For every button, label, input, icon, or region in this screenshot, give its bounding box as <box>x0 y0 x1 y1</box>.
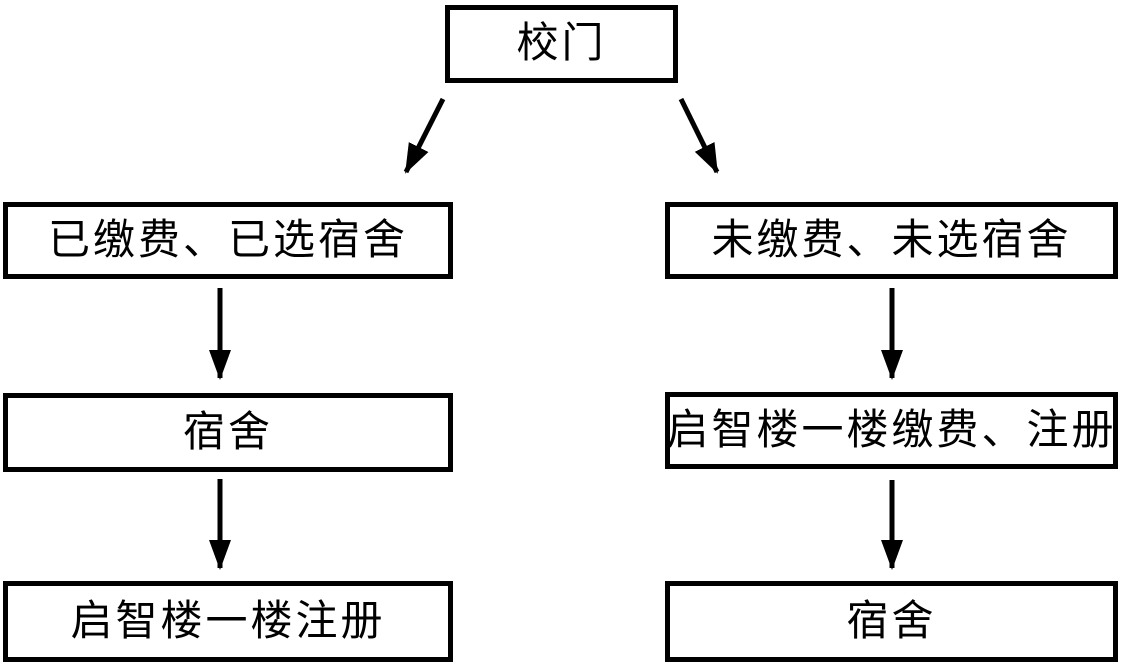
flow-node-paid: 已缴费、已选宿舍 <box>3 202 453 279</box>
flow-node-pay-register-label: 启智楼一楼缴费、注册 <box>666 407 1117 454</box>
flow-node-unpaid: 未缴费、未选宿舍 <box>665 202 1118 279</box>
flow-node-dorm-right-label: 宿舍 <box>846 598 937 645</box>
flow-node-unpaid-label: 未缴费、未选宿舍 <box>711 217 1072 264</box>
flow-node-gate-label: 校门 <box>516 21 607 67</box>
flow-node-paid-label: 已缴费、已选宿舍 <box>47 217 408 264</box>
flow-node-dorm-right: 宿舍 <box>665 581 1118 662</box>
flow-node-dorm-left: 宿舍 <box>3 393 453 472</box>
flow-node-dorm-left-label: 宿舍 <box>182 409 273 456</box>
flow-node-pay-register: 启智楼一楼缴费、注册 <box>665 392 1118 469</box>
arrow-gate-to-paid <box>403 97 446 174</box>
arrow-gate-to-unpaid <box>678 97 720 174</box>
flow-node-register: 启智楼一楼注册 <box>3 581 453 662</box>
flow-node-gate: 校门 <box>445 5 678 83</box>
flow-node-register-label: 启智楼一楼注册 <box>70 598 386 645</box>
